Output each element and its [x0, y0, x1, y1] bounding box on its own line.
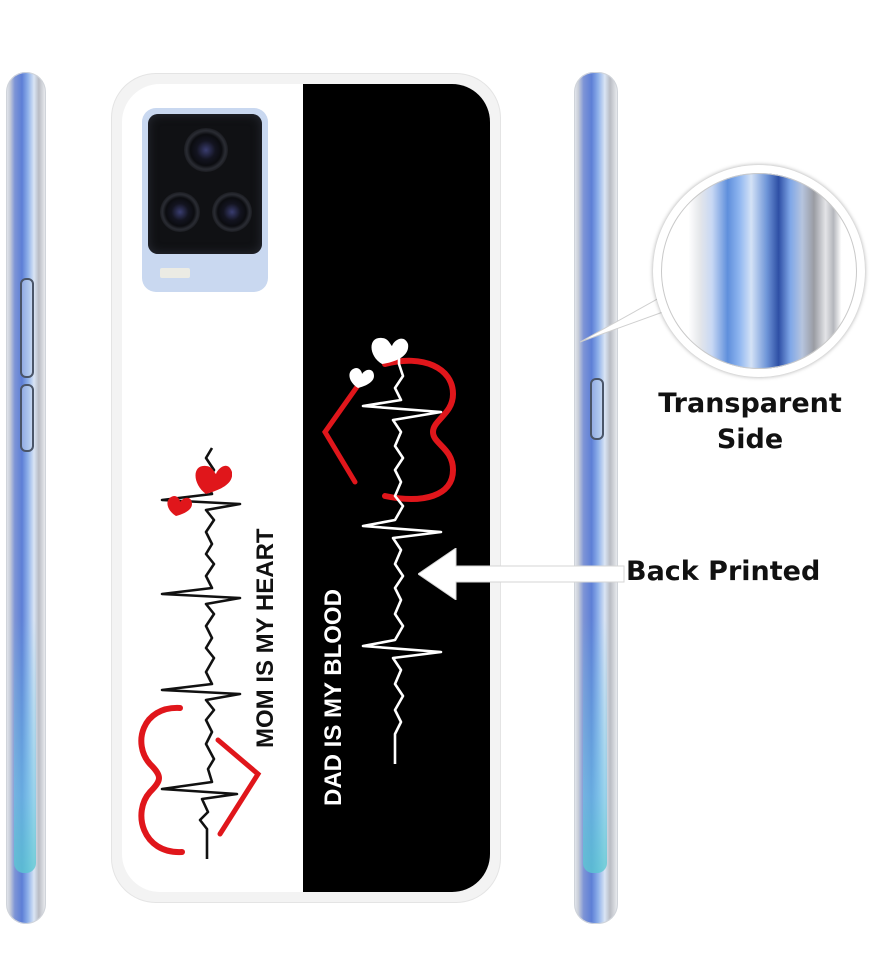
arrow-left-icon — [418, 548, 625, 600]
right-side-button — [590, 378, 604, 440]
camera-lens-left — [160, 192, 200, 232]
transparent-side-line1: Transparent — [658, 388, 842, 419]
camera-lens-right — [212, 192, 252, 232]
heart-icon — [167, 465, 232, 516]
transparent-side-line2: Side — [716, 424, 784, 455]
camera-module-icon — [142, 108, 268, 292]
left-power-button — [20, 384, 34, 452]
right-side-profile — [574, 72, 618, 924]
heartbeat-line-icon — [322, 344, 457, 764]
camera-glass — [148, 114, 262, 254]
transparent-side-label: Transparent Side — [652, 386, 848, 458]
camera-lens-main — [184, 128, 228, 172]
magnified-side-detail — [661, 173, 857, 369]
right-panel-text: DAD IS MY BLOOD — [320, 589, 347, 806]
heart-icon — [349, 337, 409, 388]
back-printed-label: Back Printed — [626, 556, 821, 587]
heartbeat-line-icon — [138, 447, 262, 859]
left-side-profile — [6, 72, 46, 924]
phone-case-back: MOM IS MY HEART DAD IS MY BLOOD — [122, 84, 490, 892]
transparent-side-magnifier — [653, 165, 865, 377]
left-volume-button — [20, 278, 34, 378]
black-panel — [303, 84, 490, 892]
camera-logo — [160, 268, 190, 278]
left-panel-text: MOM IS MY HEART — [252, 528, 279, 748]
